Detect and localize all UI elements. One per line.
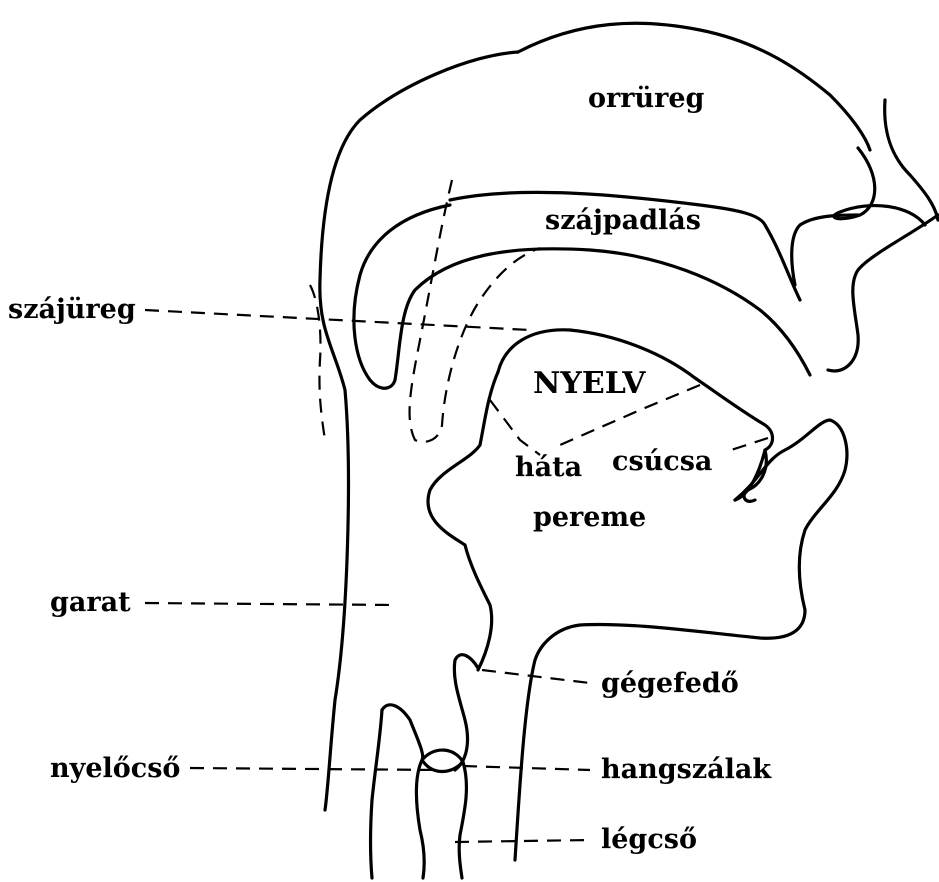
label-esophagus: nyelőcső — [50, 753, 180, 784]
esophagus-left-outline — [382, 705, 424, 878]
tongue-back-dashed — [490, 400, 540, 455]
label-epiglottis: gégefedő — [601, 668, 739, 699]
label-tongue-edge: pereme — [533, 502, 646, 533]
upper-lip-outline — [828, 215, 938, 371]
esophagus-inner-outline — [371, 710, 383, 878]
label-palate: szájpadlás — [545, 205, 701, 236]
nose-outline — [834, 148, 925, 225]
label-tongue: NYELV — [533, 366, 646, 401]
vocal-cords-outline — [422, 750, 463, 771]
trachea-front-outline — [459, 762, 466, 878]
jaw-inner-outline — [428, 372, 498, 670]
trachea-leader — [455, 840, 590, 842]
label-vocal-cords: hangszálak — [601, 754, 772, 785]
turbinate-outline — [792, 215, 858, 285]
head-back-outline — [320, 52, 518, 810]
label-nasal-cavity: orrüreg — [588, 83, 704, 114]
chin-outline — [515, 420, 847, 860]
lip-dashed — [725, 438, 768, 452]
epiglottis-outline — [454, 655, 478, 770]
epiglottis-leader — [482, 670, 590, 683]
label-trachea: légcső — [601, 824, 697, 855]
label-pharynx: garat — [50, 587, 131, 618]
label-oral-cavity: szájüreg — [8, 294, 136, 325]
nose-profile-outline — [885, 100, 938, 220]
vocal-cords-leader — [463, 766, 590, 770]
pharynx-leader — [145, 603, 395, 605]
label-tongue-back: háta — [515, 452, 582, 483]
soft-palate-dashed-1 — [410, 180, 540, 442]
esophagus-leader — [190, 768, 440, 770]
pharynx-wall-dashed — [310, 285, 325, 440]
label-tongue-tip: csúcsa — [612, 446, 712, 477]
